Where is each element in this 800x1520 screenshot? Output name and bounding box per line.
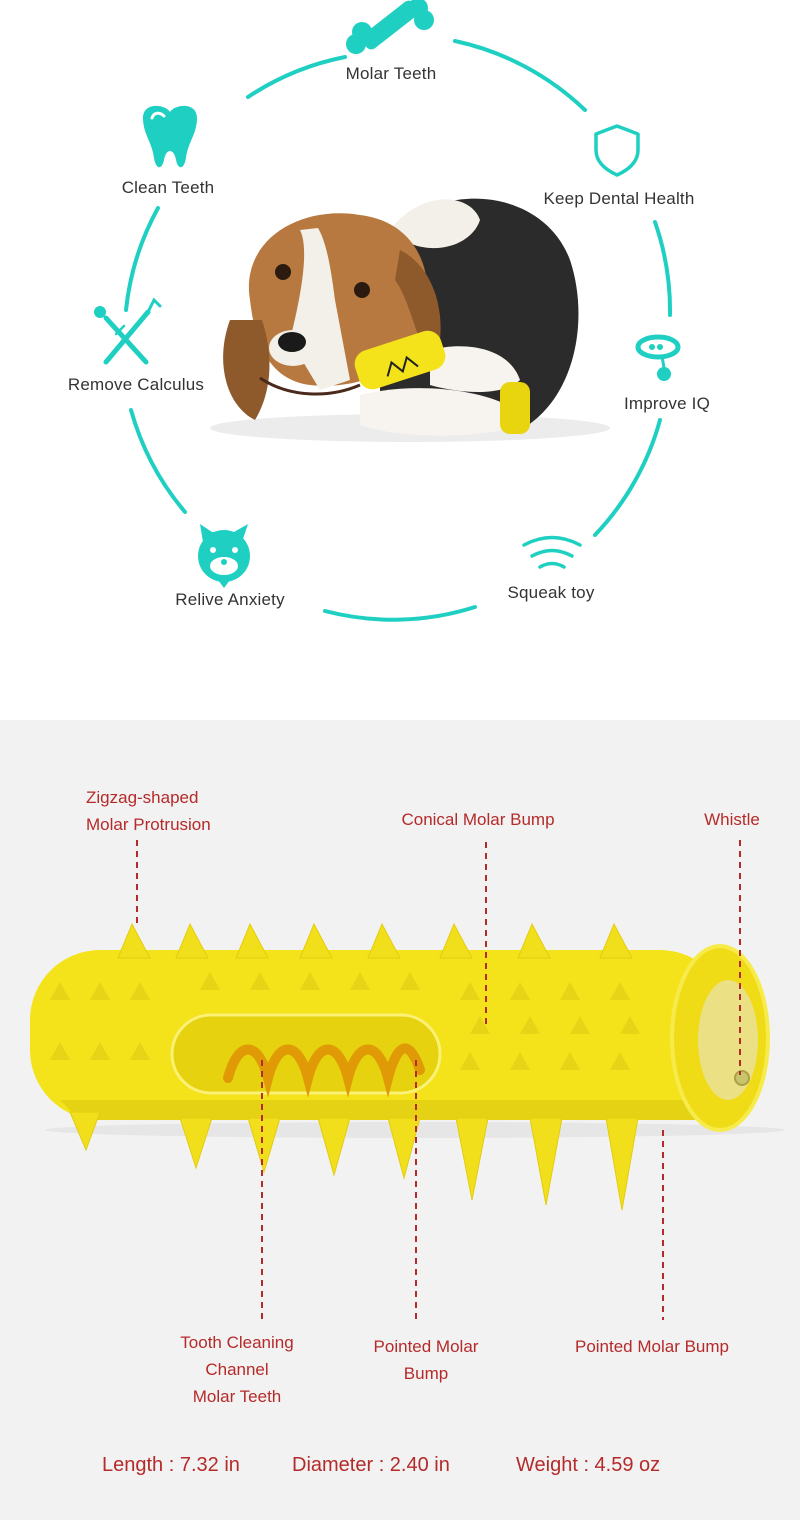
feature-label-molar-teeth: Molar Teeth: [345, 64, 437, 83]
bone-icon: [346, 0, 434, 54]
callout-pointed-right: Pointed Molar Bump: [574, 1337, 730, 1356]
dog-photo: [210, 198, 610, 442]
callout-pointed-center-line1: Pointed Molar: [373, 1337, 479, 1356]
collar-icon: [635, 334, 681, 381]
callout-zigzag-line1: Zigzag-shaped: [86, 788, 199, 807]
spec-diameter: Diameter : 2.40 in: [292, 1454, 450, 1476]
feature-label-improve-iq: Improve IQ: [623, 394, 711, 413]
feature-label-squeak-toy: Squeak toy: [507, 583, 595, 602]
dental-tools-icon: [94, 297, 162, 365]
callout-conical-bump: Conical Molar Bump: [401, 810, 555, 829]
feature-label-keep-dental-health: Keep Dental Health: [543, 189, 695, 208]
feature-label-remove-calculus: Remove Calculus: [67, 375, 205, 394]
callout-tooth-cleaning-line1: Tooth Cleaning: [180, 1333, 294, 1352]
callout-pointed-center: Pointed Molar Bump: [374, 1333, 479, 1387]
shield-icon: [594, 124, 640, 177]
feature-label-clean-teeth: Clean Teeth: [121, 178, 215, 197]
feature-circle-graphic: [94, 0, 681, 622]
tooth-icon: [143, 105, 197, 168]
spec-length: Length : 7.32 in: [102, 1454, 240, 1476]
spec-weight: Weight : 4.59 oz: [516, 1454, 661, 1476]
callout-tooth-cleaning-line3: Molar Teeth: [192, 1387, 282, 1406]
dog-face-icon: [198, 524, 250, 588]
feature-ring: [124, 39, 673, 622]
callout-pointed-center-line2: Bump: [403, 1364, 449, 1383]
feature-label-relive-anxiety: Relive Anxiety: [175, 590, 285, 609]
callout-zigzag-line2: Molar Protrusion: [86, 815, 211, 834]
callout-tooth-cleaning-line2: Channel: [205, 1360, 269, 1379]
callout-tooth-cleaning: Tooth Cleaning Channel Molar Teeth: [180, 1329, 293, 1410]
sound-waves-icon: [522, 535, 582, 569]
callout-zigzag: Zigzag-shaped Molar Protrusion: [86, 784, 211, 838]
callout-whistle: Whistle: [704, 810, 760, 829]
product-detail-panel: [0, 720, 800, 1520]
